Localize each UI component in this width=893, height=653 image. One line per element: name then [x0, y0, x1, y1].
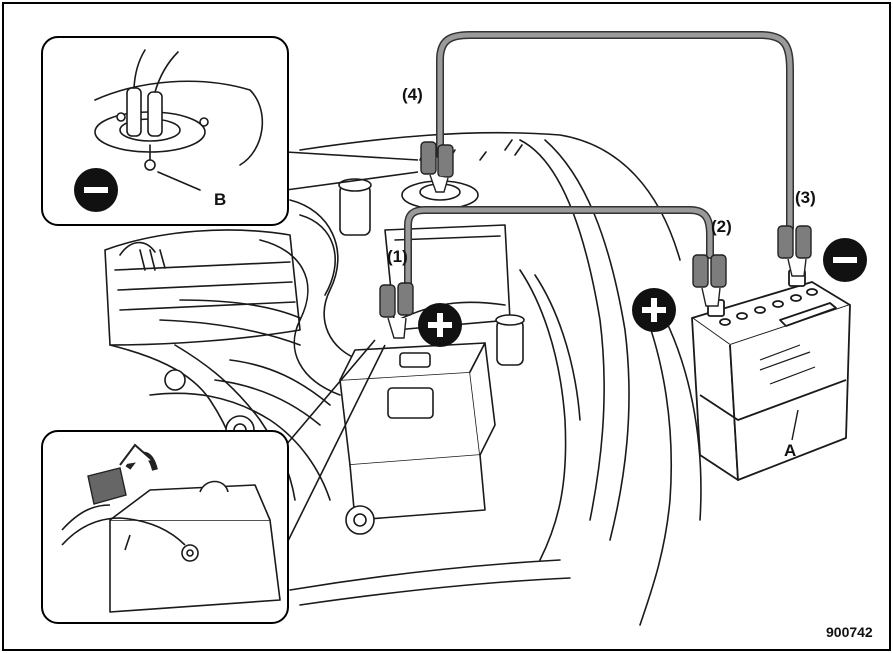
clamp-4 [420, 141, 454, 193]
clamps [379, 141, 812, 339]
lift-arrow-icon [119, 443, 153, 466]
engine-bay-illustration [104, 131, 702, 626]
negative-symbol-booster [823, 238, 867, 282]
positive-cable [405, 207, 713, 288]
terminal-cover-cap [87, 467, 127, 505]
jumper-cables [404, 31, 794, 289]
booster-battery [691, 269, 851, 481]
clamp-2 [692, 254, 727, 307]
positive-symbol-vehicle [418, 303, 462, 347]
leader-a [791, 409, 799, 441]
label-cable-2: (2) [711, 217, 732, 236]
negative-cable [437, 32, 793, 231]
minus-bar-inset [84, 187, 108, 193]
label-cable-1: (1) [387, 247, 408, 266]
positive-symbol-booster [632, 288, 676, 332]
label-battery-a: A [784, 441, 796, 460]
clamp-3 [777, 225, 812, 277]
label-cable-4: (4) [402, 85, 423, 104]
figure-id: 900742 [826, 624, 873, 640]
clamp-1 [379, 282, 414, 339]
inset-ground-point: B [41, 36, 419, 226]
label-cable-3: (3) [795, 188, 816, 207]
inset-terminal-cover [41, 339, 386, 624]
label-b: B [214, 190, 226, 209]
